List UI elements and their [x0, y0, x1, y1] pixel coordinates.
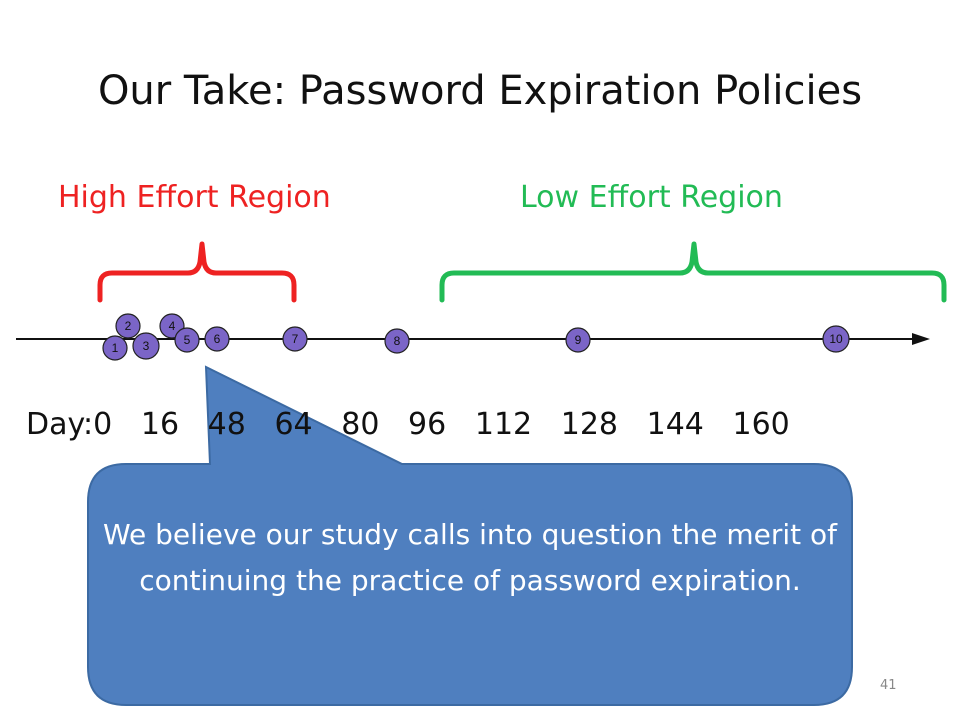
day-label: 80 [312, 407, 380, 442]
day-label: 16 [112, 407, 180, 442]
day-label: 144 [618, 407, 704, 442]
day-label: 48 [179, 407, 246, 442]
timeline-marker-label: 7 [292, 332, 299, 346]
callout-bubble [87, 365, 853, 706]
timeline-arrowhead [912, 333, 930, 345]
day-label: 112 [446, 407, 533, 442]
day-label: 96 [379, 407, 447, 442]
slide-title: Our Take: Password Expiration Policies [97, 68, 863, 114]
timeline-marker [115, 313, 141, 339]
timeline-marker-label: 5 [184, 333, 191, 347]
timeline-marker [282, 326, 308, 352]
high-effort-label: High Effort Region [58, 180, 331, 215]
timeline-marker-label: 6 [214, 332, 221, 346]
timeline-marker [565, 327, 591, 353]
timeline-marker-label: 1 [112, 341, 119, 355]
slide-number: 41 [880, 678, 897, 693]
day-axis-labels: Day:0 16 48 64 80 96 112 128 144 160 [26, 407, 790, 442]
timeline-marker-label: 3 [143, 339, 150, 353]
day-label: 0 [93, 407, 113, 442]
timeline-marker-label: 9 [575, 333, 582, 347]
high-effort-brace [97, 241, 297, 303]
day-label: 128 [532, 407, 618, 442]
timeline-marker-label: 2 [125, 319, 132, 333]
timeline-marker [174, 327, 200, 353]
timeline-marker [102, 335, 128, 361]
timeline-marker [822, 325, 850, 353]
day-label: 64 [245, 407, 313, 442]
low-effort-label: Low Effort Region [520, 180, 783, 215]
day-label: 160 [703, 407, 790, 442]
timeline-marker [132, 332, 160, 360]
timeline-marker-label: 10 [829, 332, 843, 346]
low-effort-brace [439, 241, 947, 303]
timeline-marker [204, 326, 230, 352]
callout-text: We believe our study calls into question… [102, 518, 837, 597]
timeline-marker-label: 4 [169, 319, 176, 333]
day-prefix: Day: [26, 407, 94, 442]
timeline-marker [384, 328, 410, 354]
timeline-marker-label: 8 [394, 334, 401, 348]
